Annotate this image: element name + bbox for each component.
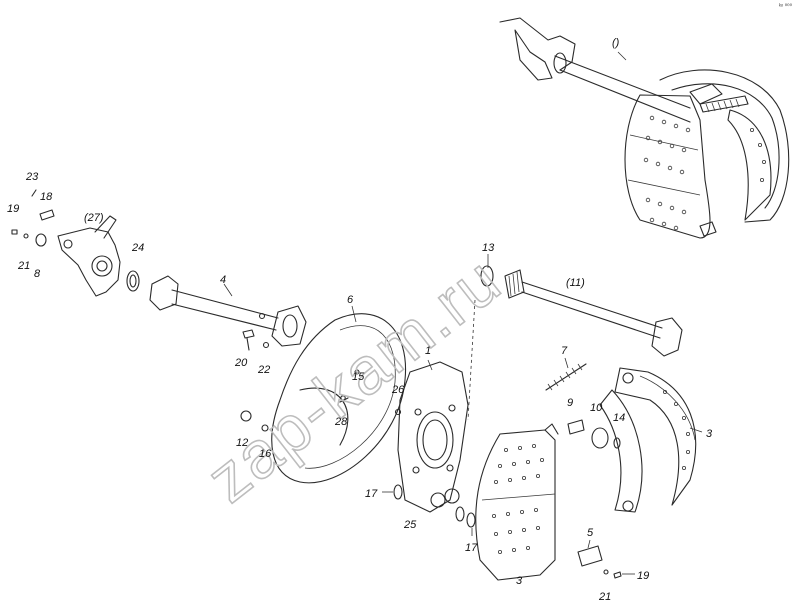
label-10: 10 (590, 402, 603, 414)
label-8: 8 (34, 268, 41, 280)
assembly-axis-line (467, 299, 476, 421)
small-parts (240, 363, 622, 579)
brake-shoe-rear (599, 367, 697, 513)
label-1: 1 (425, 345, 431, 357)
label-19-left: 19 (7, 203, 19, 215)
label-9: 9 (567, 397, 573, 409)
label-27: (27) (84, 212, 104, 224)
label-21-bottom: 21 (598, 591, 611, 603)
label-19-bottom: 19 (637, 570, 649, 582)
assembled-brake-unit (499, 17, 790, 239)
label-12: 12 (236, 437, 248, 449)
label-17-bottom: 17 (465, 542, 478, 554)
label-25: 25 (403, 519, 417, 531)
label-22: 22 (257, 364, 270, 376)
leader-lines (223, 51, 703, 575)
label-15: 15 (352, 371, 365, 383)
label-17-left: 17 (365, 488, 378, 500)
label-paren-top: () (612, 37, 620, 49)
label-14: 14 (613, 412, 625, 424)
callout-labels: () 23 18 19 (27) 21 8 24 4 13 (11) 6 20 … (7, 37, 713, 603)
label-24: 24 (131, 242, 144, 254)
label-23: 23 (25, 171, 39, 183)
label-7: 7 (561, 345, 568, 357)
label-20: 20 (234, 357, 248, 369)
label-28: 28 (334, 416, 348, 428)
brake-spider (394, 361, 469, 513)
label-13: 13 (482, 242, 495, 254)
label-4: 4 (220, 274, 226, 286)
corner-mark: ᵏᵒ ⁰⁰⁰ (778, 4, 792, 10)
label-26: 26 (391, 384, 405, 396)
label-3-bottom: 3 (516, 575, 523, 587)
label-21-left: 21 (17, 260, 30, 272)
label-6: 6 (347, 294, 354, 306)
label-3-right: 3 (706, 428, 713, 440)
label-18: 18 (40, 191, 53, 203)
axle-tube (149, 275, 307, 351)
label-11: (11) (566, 277, 585, 289)
label-5: 5 (587, 527, 594, 539)
slack-adjuster-group (11, 189, 140, 297)
brake-shoe-front (475, 423, 559, 581)
label-16: 16 (259, 448, 272, 460)
camshaft (480, 265, 683, 357)
